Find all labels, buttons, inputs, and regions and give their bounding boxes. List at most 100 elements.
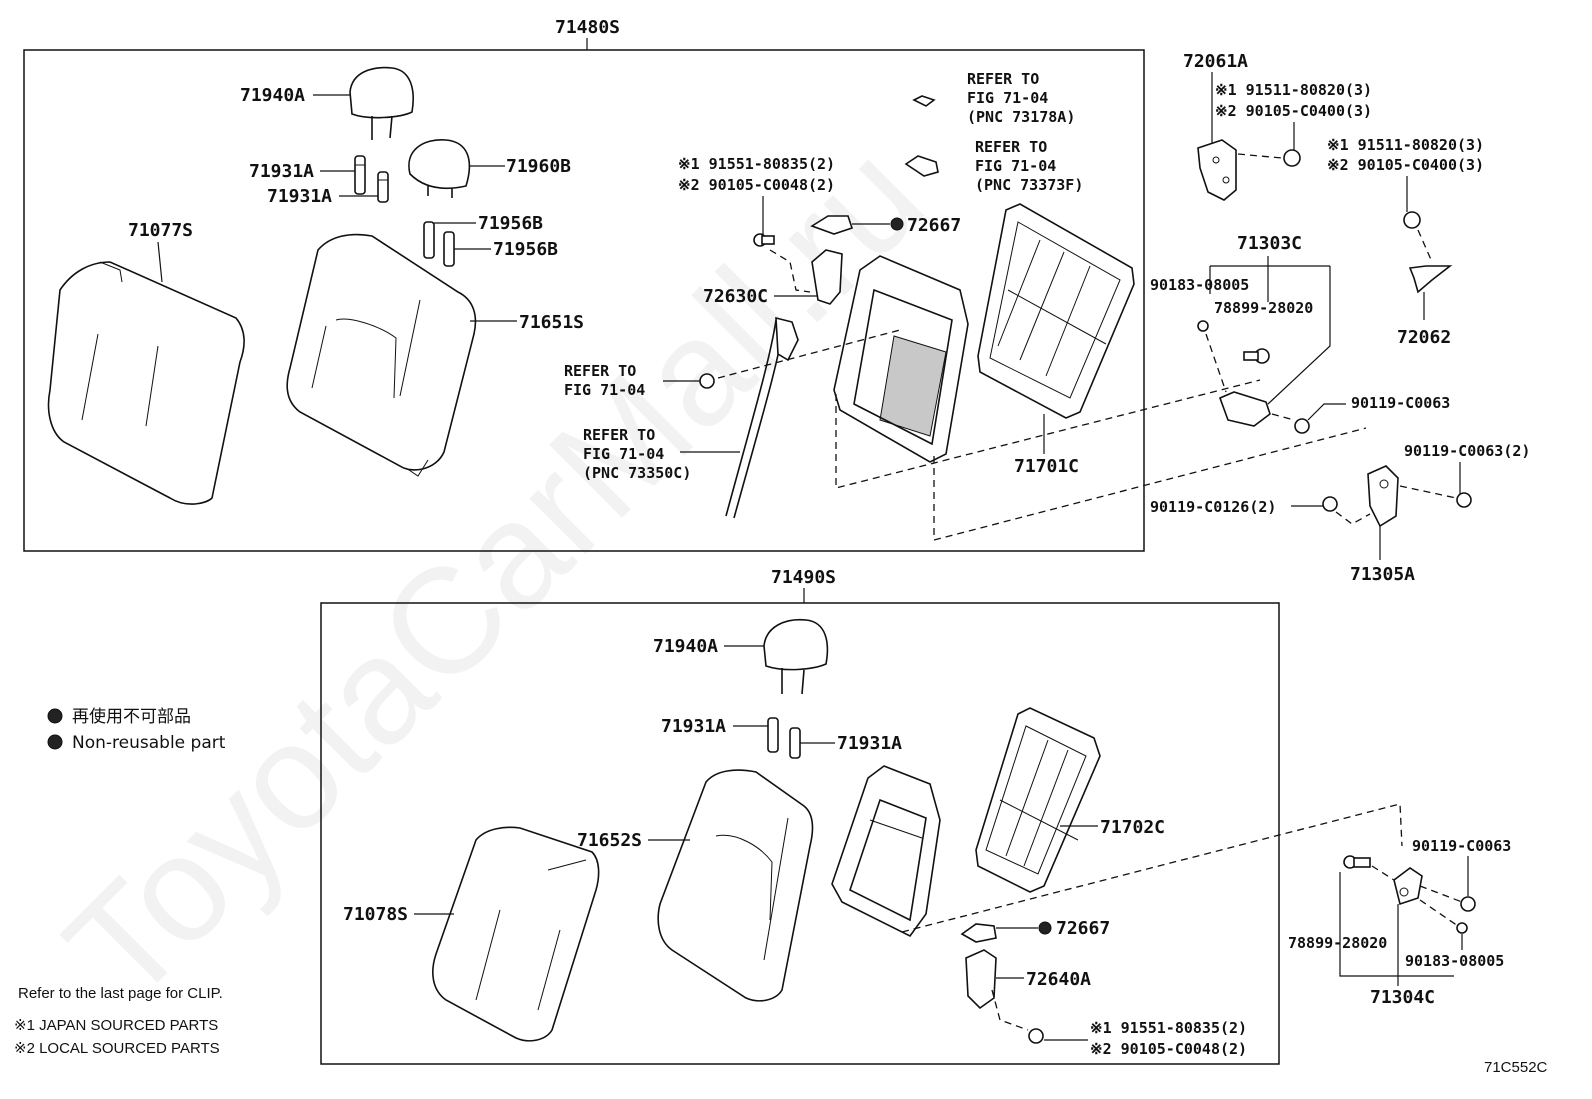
lower-bolt-c-part[interactable] [1460,896,1476,912]
hinge-sub-part[interactable] [1218,391,1271,427]
lower-nut-part[interactable] [1456,922,1468,934]
refer-d-line1: REFER TO [583,426,655,444]
hinge-sub-label[interactable]: 71303C [1237,233,1302,254]
refer-c-line1: REFER TO [564,362,636,380]
seat-back-pad-part[interactable] [286,233,477,477]
hinge-lower-part[interactable] [1408,265,1453,294]
hinge-lower-label[interactable]: 72062 [1397,327,1451,348]
guide-b2-label[interactable]: 71956B [493,239,558,260]
lower-bolt-2-label[interactable]: ※2 90105-C0048(2) [1090,1040,1247,1058]
refer-a-part[interactable] [912,95,936,107]
collar-part[interactable] [1243,348,1270,364]
lower-hinge-bolt-part[interactable] [1343,855,1371,869]
lower-guide-a2-label[interactable]: 71931A [837,733,902,754]
refer-c-part[interactable] [699,373,715,389]
hinge-upper-label[interactable]: 72061A [1183,51,1248,72]
nut-part[interactable] [1197,320,1209,332]
seat-back-cover-part[interactable] [47,261,245,505]
refer-d-line2[interactable]: FIG 71-04 [583,445,664,463]
lower-non-reusable-marker [1038,921,1052,935]
lower-seat-frame-part[interactable] [831,765,941,938]
bolt-e-part[interactable] [1322,496,1338,512]
belt-part[interactable] [725,316,799,519]
center-headrest-part[interactable] [408,139,471,198]
refer-b-line2[interactable]: FIG 71-04 [975,157,1056,175]
bolt-c-label[interactable]: 90119-C0063 [1351,394,1450,412]
local-note: ※2 LOCAL SOURCED PARTS [14,1040,220,1057]
lower-hinge-cover-part[interactable] [965,949,997,1010]
lower-seat-back-pad-label[interactable]: 71652S [577,830,642,851]
lower-assembly-frame [320,602,1280,1065]
hinge-sub-b-label[interactable]: 71305A [1350,564,1415,585]
refer-b-part[interactable] [904,155,939,177]
lower-headrest-part[interactable] [763,618,829,695]
hinge-cover-label[interactable]: 72630C [703,286,768,307]
lower-hinge-sub-label[interactable]: 71304C [1370,987,1435,1008]
lower-assembly-label[interactable]: 71490S [771,567,836,588]
hinge-sub-b-part[interactable] [1367,465,1399,528]
refer-a-line1: REFER TO [967,70,1039,88]
clip-note: Refer to the last page for CLIP. [18,985,223,1002]
lower-hinge-part[interactable] [1393,867,1423,906]
lower-bolt-c-label[interactable]: 90119-C0063 [1412,837,1511,855]
lower-back-panel-frame-label[interactable]: 71702C [1100,817,1165,838]
lower-collar-label[interactable]: 78899-28020 [1288,934,1387,952]
seat-back-pad-label[interactable]: 71651S [519,312,584,333]
cap-part[interactable] [810,215,854,235]
lower-cap-part[interactable] [960,923,997,943]
bolt-d-label[interactable]: 90119-C0063(2) [1404,442,1530,460]
bolt-b1-label[interactable]: ※1 91511-80820(3) [1327,136,1484,154]
hinge-upper-part[interactable] [1197,139,1237,201]
guide-a1-label[interactable]: 71931A [249,161,314,182]
lower-bolt-part[interactable] [1028,1028,1044,1044]
refer-a-line3[interactable]: (PNC 73178A) [967,108,1075,126]
non-reusable-marker [890,217,904,231]
headrest-part[interactable] [349,66,414,140]
lower-seat-back-cover-part[interactable] [432,826,600,1042]
lower-nut-label[interactable]: 90183-08005 [1405,952,1504,970]
refer-b-line1: REFER TO [975,138,1047,156]
bolt-upper-part[interactable] [1283,149,1301,167]
hinge-cover-part[interactable] [811,249,843,305]
bolt-hinge-lower-part[interactable] [1403,211,1421,229]
guide-a2-label[interactable]: 71931A [267,186,332,207]
back-panel-frame-part[interactable] [977,203,1135,419]
bolt-c-part[interactable] [1294,418,1310,434]
collar-label[interactable]: 78899-28020 [1214,299,1313,317]
cap-label[interactable]: 72667 [907,215,961,236]
seat-back-frame-part[interactable] [833,255,969,463]
refer-b-line3[interactable]: (PNC 73373F) [975,176,1083,194]
lower-cap-label[interactable]: 72667 [1056,918,1110,939]
seat-back-cover-label[interactable]: 71077S [128,220,193,241]
lower-headrest-label[interactable]: 71940A [653,636,718,657]
headrest-label[interactable]: 71940A [240,85,305,106]
lower-seat-back-cover-label[interactable]: 71078S [343,904,408,925]
center-headrest-label[interactable]: 71960B [506,156,571,177]
bolt-a2-label[interactable]: ※2 90105-C0400(3) [1215,102,1372,120]
bolt-d-part[interactable] [1456,492,1472,508]
refer-c-line2[interactable]: FIG 71-04 [564,381,645,399]
bolt-2-label[interactable]: ※2 90105-C0048(2) [678,176,835,194]
headrest-guide-part[interactable] [354,155,389,203]
legend-dot-1 [47,708,63,724]
bolt-b2-label[interactable]: ※2 90105-C0400(3) [1327,156,1484,174]
guide-b1-label[interactable]: 71956B [478,213,543,234]
lower-guide-part[interactable] [767,717,801,759]
lower-guide-a1-label[interactable]: 71931A [661,716,726,737]
refer-d-line3[interactable]: (PNC 73350C) [583,464,691,482]
bolt-part[interactable] [753,233,775,247]
bolt-e-label[interactable]: 90119-C0126(2) [1150,498,1276,516]
lower-seat-back-pad-part[interactable] [657,769,814,1002]
legend-jp: 再使用不可部品 [72,706,191,727]
nut-label[interactable]: 90183-08005 [1150,276,1249,294]
back-panel-frame-label[interactable]: 71701C [1014,456,1079,477]
bolt-1-label[interactable]: ※1 91551-80835(2) [678,155,835,173]
center-guide-part[interactable] [423,221,455,267]
lower-back-panel-frame-part[interactable] [975,707,1101,893]
refer-a-line2[interactable]: FIG 71-04 [967,89,1048,107]
upper-assembly-label[interactable]: 71480S [555,17,620,38]
lower-bolt-1-label[interactable]: ※1 91551-80835(2) [1090,1019,1247,1037]
lower-hinge-cover-label[interactable]: 72640A [1026,969,1091,990]
bolt-a1-label[interactable]: ※1 91511-80820(3) [1215,81,1372,99]
